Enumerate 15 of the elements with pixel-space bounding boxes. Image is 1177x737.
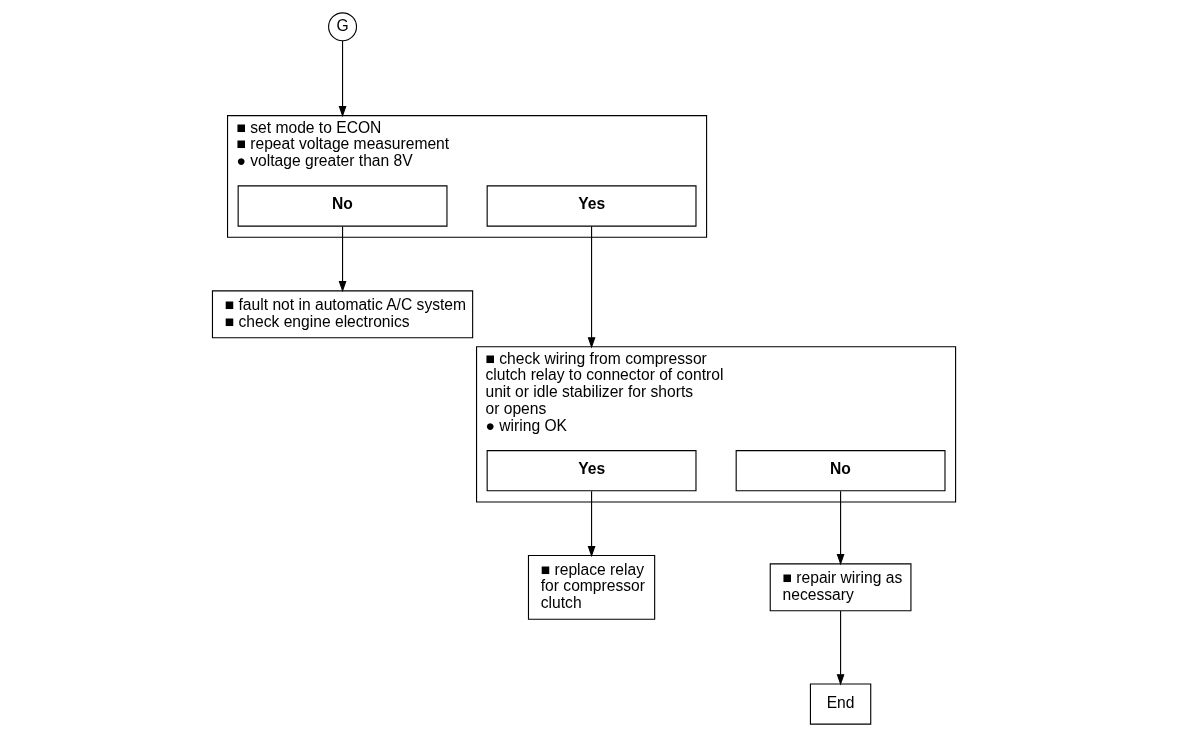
arrow	[338, 40, 347, 118]
arrow	[587, 225, 596, 349]
arrow	[836, 490, 845, 566]
arrow	[587, 490, 596, 558]
arrow	[836, 610, 845, 686]
node-box: No	[237, 185, 448, 227]
arrow	[338, 226, 347, 293]
node-box: Yes	[486, 450, 697, 492]
node-box: End	[809, 683, 872, 725]
node-box: Yes	[486, 185, 697, 227]
node-box: ■ repair wiring as necessary	[769, 563, 912, 612]
node-box: ■ replace relay for compressor clutch	[527, 555, 656, 620]
node-circle: G	[328, 12, 358, 42]
node-box: ■ fault not in automatic A/C system ■ check engine electronics	[211, 290, 474, 339]
node-box: No	[735, 450, 946, 492]
